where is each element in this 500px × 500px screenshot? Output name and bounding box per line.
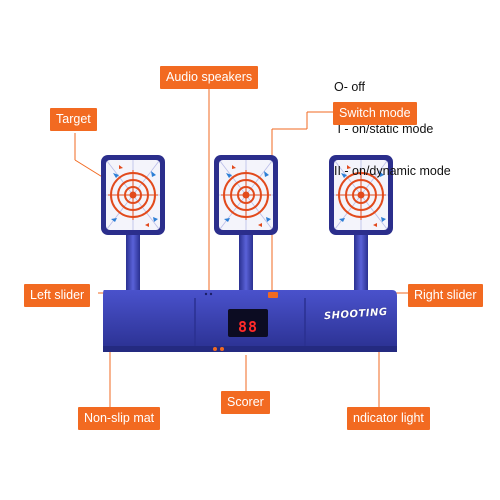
scorer-label: Scorer [221,391,270,414]
scorer-screen [228,309,268,337]
non-slip-mat-label: Non-slip mat [78,407,161,430]
center-post [239,228,253,294]
target-label: Target [50,108,97,131]
audio-speakers-label: Audio speakers [160,66,259,89]
indicator-light [213,347,217,351]
switch-mode-label: Switch mode [333,102,417,125]
left-slider-label: Left slider [24,284,91,307]
indicator-light-label: ndicator light [347,407,430,430]
mode-dynamic: II - on/dynamic mode [334,164,451,178]
mode-off: O- off [334,80,366,94]
right-post [354,228,368,294]
left-target [100,154,166,236]
left-post [126,228,140,294]
mode-legend: O- off I - on/static mode II - on/dynami… [334,52,451,206]
center-target [213,154,279,236]
mode-static: I - on/static mode [334,122,434,136]
right-slider-label: Right slider [408,284,483,307]
mode-switch [268,292,278,298]
scorer-digits: 88 [238,318,259,336]
